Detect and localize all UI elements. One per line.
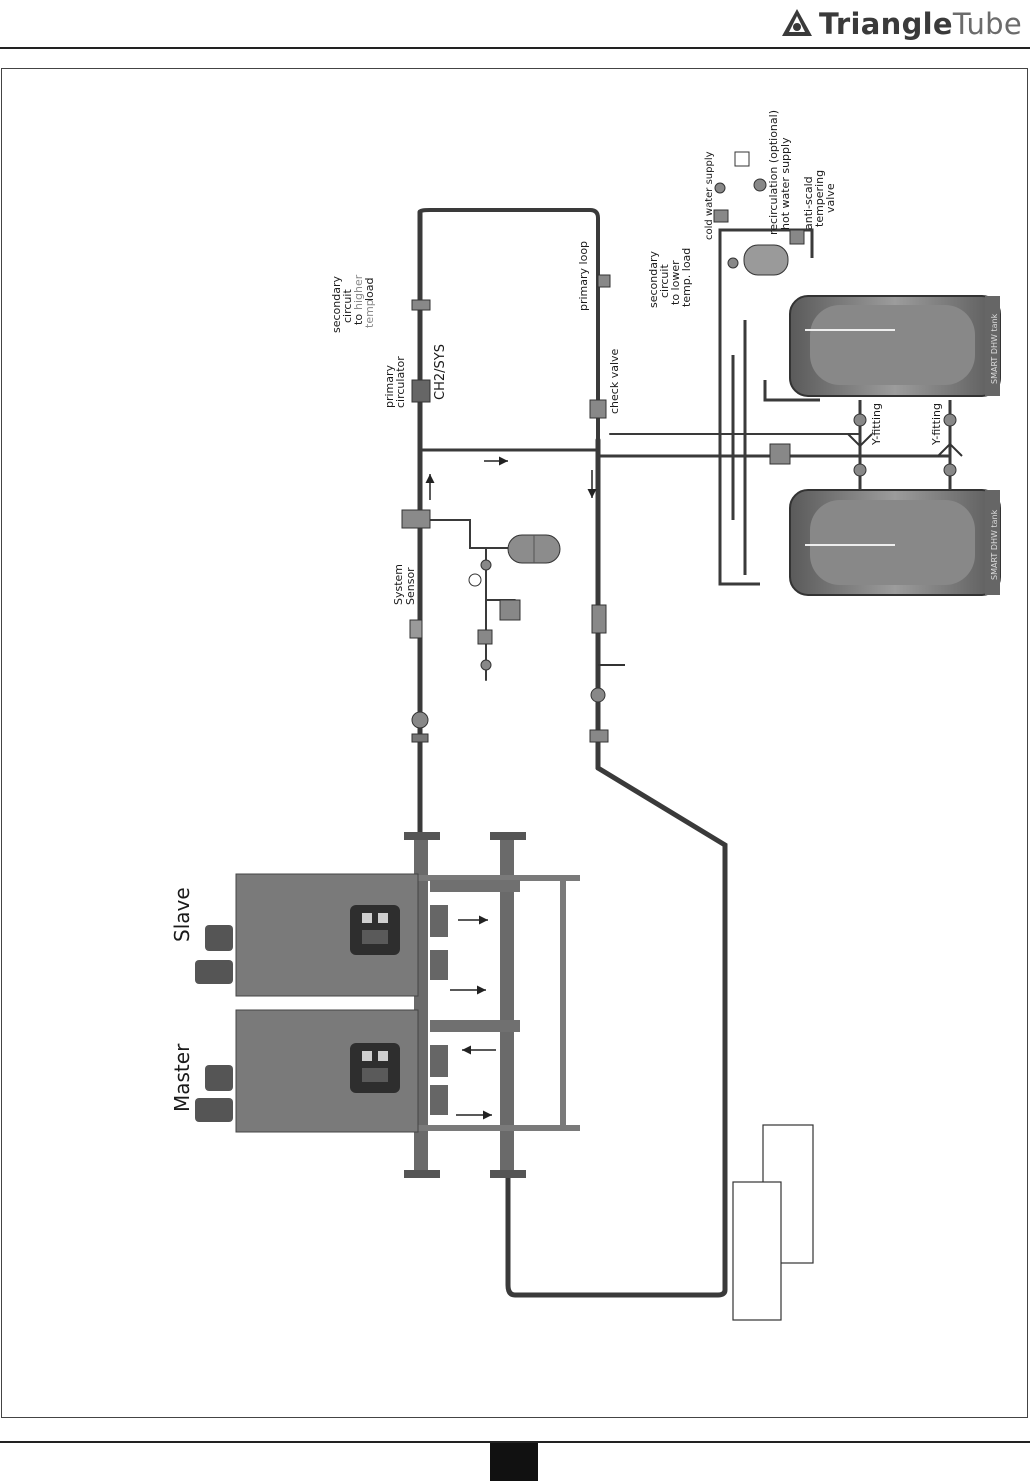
label-secondary-higher-3: to <box>352 314 365 325</box>
label-secondary-lower-1: secondary <box>647 251 660 308</box>
brand-logo: TriangleTube <box>779 4 1022 44</box>
label-y-fitting-2: Y-fitting <box>930 403 943 446</box>
tee-fitting-icon <box>597 274 611 288</box>
label-secondary-higher-2: circuit <box>341 289 354 323</box>
label-primary-loop: primary loop <box>577 241 590 311</box>
brand-name: TriangleTube <box>819 7 1022 41</box>
supply-components <box>401 299 431 743</box>
footer-rule <box>0 1441 1030 1443</box>
mixing-valve-icon <box>734 151 750 167</box>
label-check-valve: check valve <box>608 348 621 414</box>
header-rule <box>0 47 1030 49</box>
strainer-icon <box>591 604 607 634</box>
isolation-valve-icon <box>411 711 429 729</box>
label-secondary-lower-2: circuit <box>658 264 671 298</box>
label-secondary-higher-4: higher <box>352 274 365 310</box>
label-anti-scald-2: tempering <box>813 170 826 227</box>
label-system-sensor-1: System <box>392 564 405 605</box>
label-primary-circulator-2: circulator <box>394 356 407 408</box>
master-boiler <box>195 1009 448 1133</box>
label-recirculation: recirculation (optional) <box>767 110 780 235</box>
check-valve-icon <box>589 399 607 419</box>
slave-boiler <box>195 873 448 997</box>
triangle-tube-logo-icon <box>782 9 813 36</box>
gas-valve-icon <box>195 1065 233 1122</box>
label-tank-right: SMART DHW tank <box>990 313 999 384</box>
label-cold-water-supply: cold water supply <box>704 151 715 240</box>
label-secondary-higher-6: load <box>363 277 376 301</box>
tee-fitting-icon <box>411 299 431 311</box>
label-ch2-sys: CH2/SYS <box>433 344 448 400</box>
dhw-circulator-icon <box>769 443 791 465</box>
dhw-components <box>713 151 963 477</box>
heat-emitters <box>732 1124 814 1321</box>
primary-circulator-icon <box>411 379 431 403</box>
label-slave: Slave <box>170 887 194 942</box>
label-anti-scald-3: valve <box>824 183 837 213</box>
flow-arrows <box>425 456 597 1120</box>
labels: Master Slave System Sensor primary circu… <box>170 110 999 1112</box>
dhw-tank-left <box>789 489 1001 596</box>
label-system-sensor-2: Sensor <box>404 567 417 605</box>
label-secondary-lower-4: temp. load <box>680 248 693 307</box>
header-manifold <box>404 832 580 1178</box>
label-secondary-higher-1: secondary <box>330 276 343 333</box>
label-secondary-lower-3: to lower <box>669 260 682 305</box>
label-hot-water-supply: hot water supply <box>779 137 792 230</box>
label-primary-circulator-1: primary <box>383 364 396 408</box>
return-components <box>589 274 625 743</box>
system-sensor-icon <box>409 619 423 639</box>
page-number-badge <box>490 1443 538 1481</box>
makeup-water-components <box>468 559 521 671</box>
label-tank-left: SMART DHW tank <box>990 509 999 580</box>
expansion-tank <box>507 534 561 564</box>
gas-valve-icon <box>195 925 233 984</box>
label-anti-scald-1: anti-scald <box>802 176 815 230</box>
label-y-fitting-1: Y-fitting <box>870 403 883 446</box>
label-master: Master <box>170 1043 194 1112</box>
diagram-frame <box>1 68 1028 1418</box>
air-separator-icon <box>401 509 431 529</box>
dhw-tank-right <box>789 295 1001 397</box>
label-secondary-higher-5: temp <box>363 299 376 328</box>
dhw-expansion-tank <box>743 244 789 276</box>
